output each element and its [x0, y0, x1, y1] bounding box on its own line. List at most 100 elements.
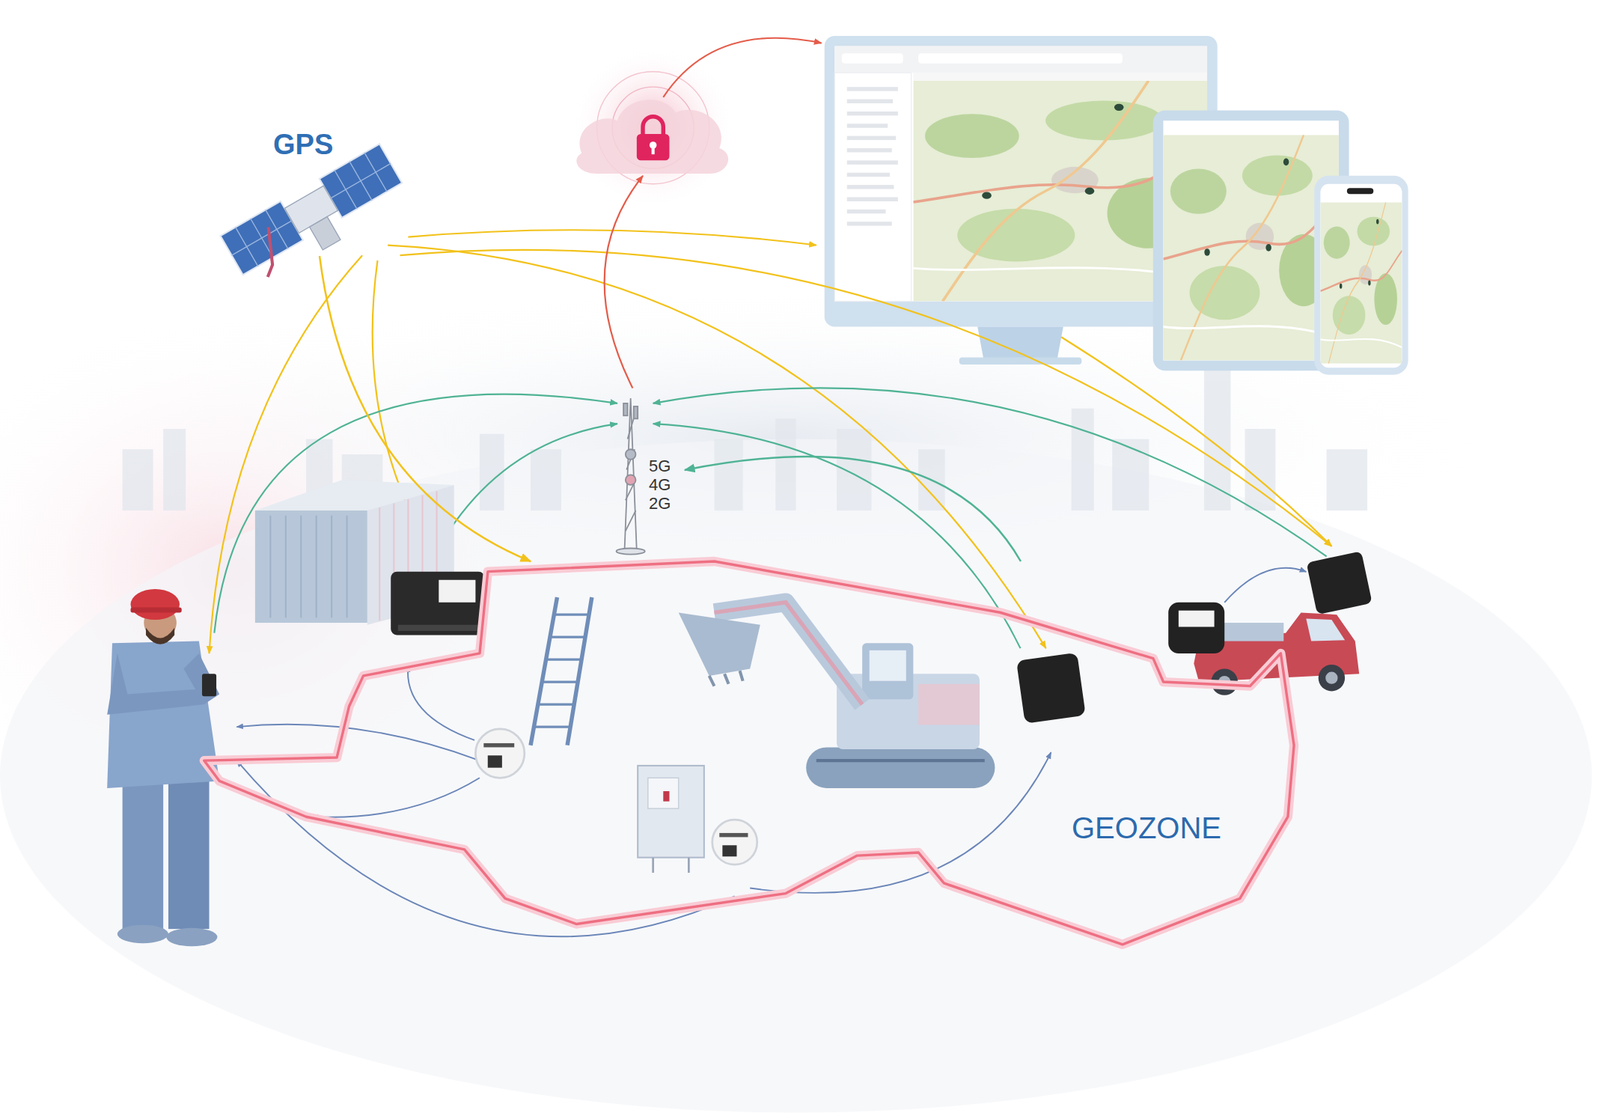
worker-part — [166, 927, 218, 947]
worker-part — [168, 776, 210, 930]
excavator-part — [805, 746, 995, 789]
geozone-glow — [204, 561, 1294, 945]
worker-part — [107, 653, 205, 715]
excavator-part — [709, 670, 744, 686]
node-label: 5G 4G 2G — [648, 456, 679, 513]
city-skyline-part — [479, 434, 505, 511]
secure-cloud-part — [642, 116, 664, 136]
gps-satellite — [220, 143, 412, 291]
data-arrows-cellular-part — [653, 423, 1021, 649]
city-skyline-part — [122, 449, 154, 511]
worker-part — [202, 673, 217, 696]
worker-part — [145, 627, 175, 645]
tracker-device-part — [1168, 602, 1225, 654]
secure-cloud-part — [571, 46, 735, 210]
asset-tag-part — [722, 844, 737, 857]
data-arrows-cellular-part — [449, 423, 618, 531]
excavator-part — [862, 642, 914, 699]
excavator-part — [816, 758, 985, 762]
control-box-part — [663, 791, 670, 802]
cell-tower-part — [616, 548, 646, 555]
tracker-device-part — [1178, 610, 1215, 628]
asset-tag-part — [719, 832, 748, 837]
city-skyline-part — [1071, 408, 1095, 511]
data-connector — [319, 255, 531, 562]
ladder-part — [530, 597, 592, 746]
desktop-monitor-part-part — [847, 209, 887, 214]
background-haze-part — [0, 439, 1592, 1113]
asset-tag-part — [483, 743, 515, 747]
smartphone-part — [1320, 202, 1402, 363]
city-skyline-part — [530, 449, 562, 511]
gps-satellite-part — [246, 226, 290, 277]
city-skyline-part — [713, 439, 743, 511]
tablet-part — [1162, 134, 1339, 360]
tablet-part — [1162, 120, 1339, 360]
desktop-monitor-part — [847, 86, 899, 226]
secure-cloud-part — [576, 99, 729, 174]
data-arrows-cloud-part — [604, 175, 643, 389]
desktop-monitor-part-part — [847, 172, 890, 177]
asset-tag — [712, 819, 758, 865]
excavator — [678, 602, 996, 789]
desktop-monitor-part-part — [847, 99, 893, 104]
smartphone-part — [1320, 184, 1402, 368]
control-box — [637, 765, 705, 873]
data-arrows-gps-part — [1061, 336, 1332, 547]
data-arrows-cloud — [604, 38, 822, 389]
smartphone — [1314, 175, 1408, 375]
data-connector — [684, 456, 1021, 562]
node-label: GEOZONE — [1071, 811, 1222, 845]
excavator-part — [869, 650, 907, 682]
tracker-device-part — [1016, 652, 1086, 724]
gps-satellite-part — [309, 217, 341, 250]
desktop-monitor-part — [918, 53, 1123, 64]
desktop-monitor-part-part — [847, 148, 893, 152]
tracker-device-part — [390, 571, 485, 636]
desktop-monitor-part — [959, 357, 1083, 366]
asset-tag-part — [712, 819, 758, 865]
cell-tower-part — [625, 474, 637, 485]
geozone-region: GEOZONE — [199, 561, 1291, 940]
desktop-monitor-part-part — [847, 86, 899, 91]
desktop-monitor-part — [841, 53, 904, 64]
cell-tower-part — [624, 398, 637, 552]
desktop-monitor-part-part — [847, 160, 899, 164]
excavator-part — [678, 612, 761, 676]
asset-tag-part — [475, 728, 524, 778]
asset-tag-part — [487, 755, 503, 768]
data-arrows-bluetooth — [236, 568, 1306, 937]
control-box-part — [648, 777, 679, 809]
data-arrows-bluetooth-part — [1224, 568, 1306, 603]
smartphone-part — [1347, 187, 1374, 194]
tracker-device — [1016, 652, 1086, 724]
desktop-monitor-part — [834, 46, 1208, 73]
desktop-monitor-part-part — [847, 123, 889, 128]
geozone-boundary — [204, 561, 1294, 945]
pickup-truck-part — [1305, 618, 1345, 642]
data-arrows-gps — [209, 229, 1333, 654]
city-skyline-part — [1112, 439, 1149, 511]
desktop-monitor-part-part — [847, 184, 895, 189]
background-haze — [0, 285, 1592, 1113]
cell-tower-part — [633, 406, 638, 419]
desktop-monitor-part-part — [847, 111, 899, 116]
data-arrows-bluetooth-part — [311, 777, 480, 818]
data-arrows-gps-part — [400, 249, 1333, 547]
tracker-device — [390, 571, 485, 636]
tracker-device-part — [1306, 550, 1373, 615]
worker — [107, 588, 220, 946]
desktop-monitor-part-part — [847, 196, 899, 201]
cell-tower-part — [625, 418, 637, 531]
data-arrows-bluetooth-part — [407, 665, 475, 741]
desktop-monitor-part-part — [847, 221, 893, 226]
city-skyline — [122, 367, 1368, 511]
data-arrows-cloud-part — [663, 38, 821, 98]
worker-part — [117, 924, 169, 944]
data-arrows-cellular-part — [653, 387, 1327, 557]
tracker-device-part — [438, 579, 476, 603]
geozone-outline — [199, 561, 1291, 940]
